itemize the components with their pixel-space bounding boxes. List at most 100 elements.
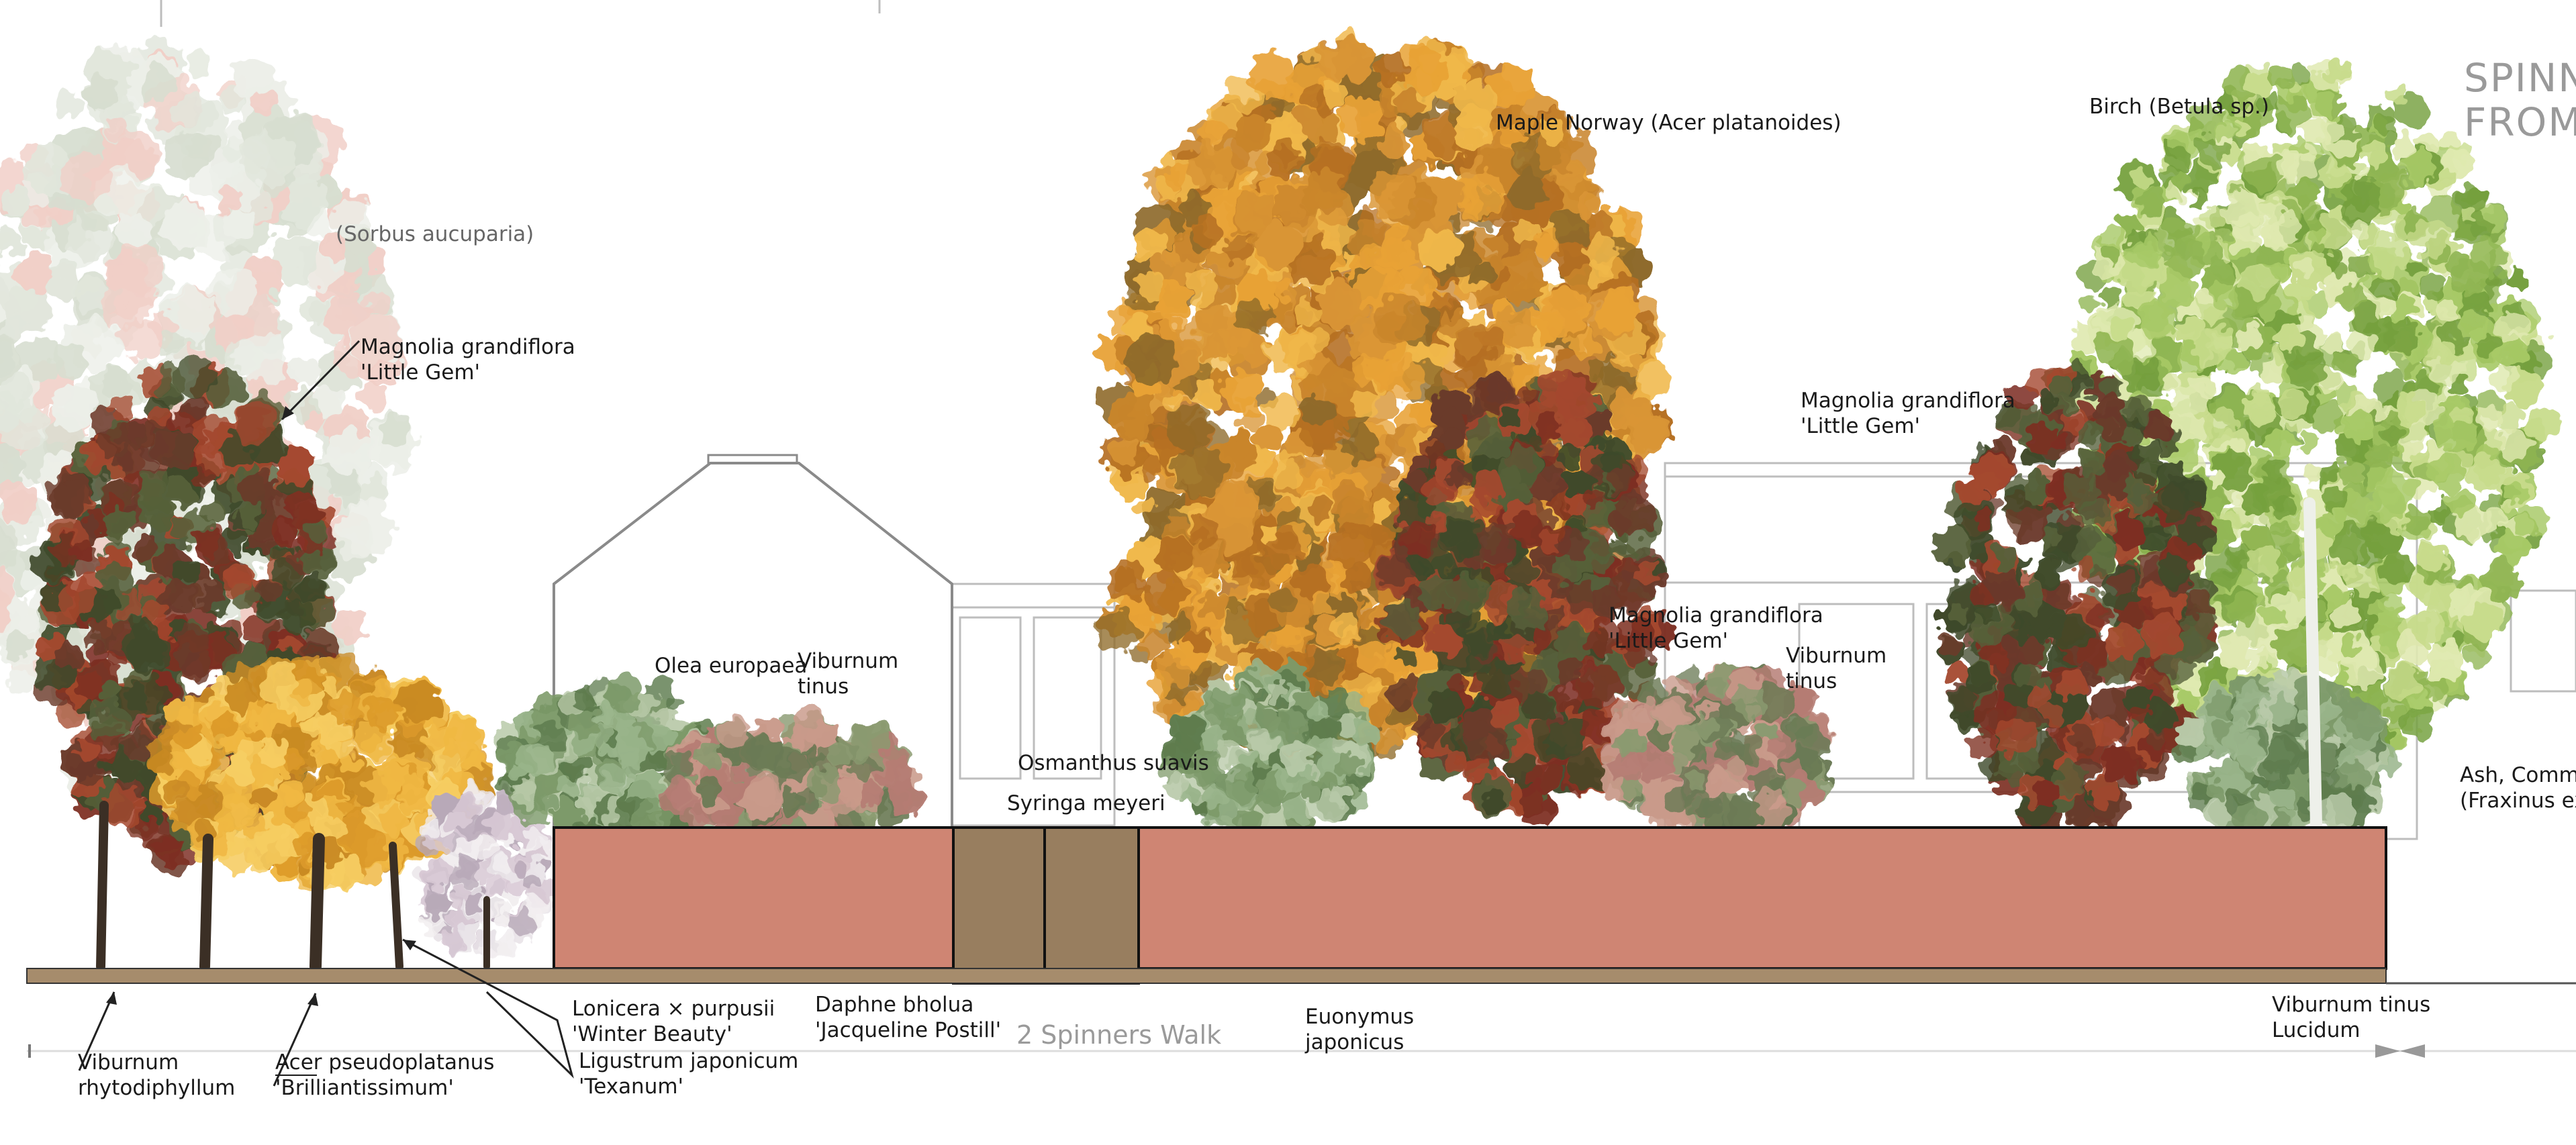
shrub-osmanthus-leaf: [1271, 709, 1306, 744]
tree-birch-leaf: [2383, 552, 2416, 585]
tree-maple-leaf: [1490, 201, 1521, 231]
shrub-osmanthus-leaf: [1220, 766, 1257, 803]
tree-sorbus-leaf: [5, 661, 39, 695]
shrub-blossom-leaf: [536, 860, 551, 875]
tree-maple-leaf: [1186, 271, 1219, 303]
tree-magnolia-right-leaf: [2021, 473, 2050, 503]
tree-magnolia-center-leaf: [1380, 554, 1412, 587]
tree-magnolia-center-leaf: [1464, 632, 1489, 658]
tree-maple-leaf: [1141, 571, 1186, 615]
tree-magnolia-left-leaf: [101, 681, 122, 701]
tree-maple-leaf: [1398, 90, 1421, 113]
shrub-osmanthus-leaf: [1279, 740, 1313, 774]
tree-birch-leaf: [2340, 637, 2359, 656]
tree-birch-leaf: [2322, 486, 2346, 511]
shrub-osmanthus-leaf: [1237, 713, 1257, 733]
tree-birch-leaf: [2264, 456, 2288, 479]
tree-birch-leaf: [2495, 311, 2527, 343]
tree-birch-leaf: [2209, 256, 2227, 275]
shrub-osmanthus-leaf: [1352, 720, 1377, 745]
tree-birch-leaf: [2361, 142, 2386, 166]
tree-birch-leaf: [2277, 150, 2302, 177]
tree-magnolia-right-leaf: [2102, 748, 2134, 781]
tree-magnolia-right-leaf: [2124, 476, 2150, 501]
tree-maple-leaf: [1315, 46, 1348, 79]
tree-magnolia-right-leaf: [2077, 421, 2101, 445]
tree-birch-leaf: [2425, 640, 2465, 680]
tree-magnolia-right-leaf: [2146, 419, 2170, 444]
tree-birch-leaf: [2433, 300, 2456, 323]
tree-birch-leaf: [2218, 121, 2236, 138]
tree-birch-leaf: [2330, 524, 2371, 564]
tree-magnolia-center-leaf: [1581, 488, 1601, 507]
tree-sorbus-leaf: [380, 414, 411, 445]
tree-maple-leaf: [1301, 451, 1325, 475]
tree-acer-palmatum-leaf: [162, 775, 187, 800]
tree-birch-leaf: [2316, 623, 2334, 641]
tree-maple-leaf: [1270, 590, 1294, 614]
tree-sorbus-leaf: [51, 90, 82, 121]
tree-birch-leaf: [2485, 506, 2510, 531]
tree-sorbus-leaf: [5, 491, 36, 523]
tree-maple-leaf: [1248, 52, 1292, 97]
tree-birch-leaf: [2240, 487, 2268, 514]
tree-magnolia-right-leaf: [2186, 589, 2214, 617]
shrub-blossom-leaf: [465, 891, 487, 913]
tree-birch-leaf: [2460, 206, 2477, 223]
tree-birch-leaf: [2375, 472, 2416, 513]
tree-magnolia-center-leaf: [1476, 523, 1515, 562]
tree-magnolia-center-leaf: [1440, 428, 1463, 450]
tree-sorbus-leaf: [0, 530, 17, 580]
tree-sorbus-leaf: [161, 202, 211, 251]
tree-birch-leaf: [2246, 153, 2283, 190]
tree-sorbus-leaf: [238, 141, 270, 172]
tree-magnolia-center-leaf: [1501, 631, 1531, 662]
tree-magnolia-right-leaf: [2158, 556, 2192, 590]
tree-birch-leaf: [2491, 365, 2517, 391]
shrub-blossom-leaf: [446, 809, 470, 834]
tree-sorbus-leaf: [61, 153, 110, 202]
tree-maple-leaf: [1235, 299, 1270, 335]
tree-sorbus-leaf: [113, 131, 159, 177]
tree-maple-leaf: [1123, 313, 1151, 342]
tree-maple-leaf: [1368, 170, 1415, 218]
tree-maple-leaf: [1108, 392, 1156, 440]
tree-birch-leaf: [2163, 375, 2185, 396]
tree-sorbus-leaf: [76, 279, 109, 312]
tree-acer-palmatum-leaf: [148, 752, 170, 774]
tree-magnolia-left-leaf: [299, 578, 326, 605]
tree-birch-leaf: [2350, 256, 2371, 277]
tree-maple-leaf: [1133, 495, 1158, 520]
tree-maple-leaf: [1488, 66, 1531, 109]
shrub-viburnum-left-leaf: [696, 777, 725, 805]
tree-magnolia-right-leaf: [1970, 452, 2011, 493]
tree-maple-leaf: [1179, 318, 1212, 352]
tree-birch-leaf: [2379, 592, 2403, 617]
tree-maple-leaf: [1462, 171, 1505, 214]
shrub-viburnum-left-leaf: [824, 743, 851, 770]
tree-birch-leaf: [2466, 457, 2499, 491]
tree-acer-palmatum-leaf: [218, 795, 256, 832]
tree-magnolia-center-leaf: [1467, 723, 1505, 761]
tree-birch-leaf: [2226, 591, 2260, 626]
tree-magnolia-right-leaf: [1940, 634, 1962, 656]
shrub-osmanthus-leaf: [1239, 754, 1256, 771]
tree-birch-leaf: [2336, 458, 2362, 484]
shrub-osmanthus-leaf: [1178, 713, 1200, 735]
tree-magnolia-right-leaf: [1947, 602, 1967, 622]
tree-magnolia-center-leaf: [1557, 440, 1582, 466]
tree-birch-leaf: [2393, 395, 2422, 424]
tree-magnolia-right-leaf: [2163, 473, 2205, 515]
tree-birch-leaf: [2109, 318, 2132, 342]
tree-maple-leaf: [1223, 372, 1259, 408]
tree-maple-leaf: [1258, 223, 1302, 268]
tree-acer-palmatum-leaf: [259, 666, 299, 706]
shrub-blossom-leaf: [487, 811, 514, 838]
shrub-viburnum-left-leaf: [662, 777, 689, 805]
tree-maple-leaf: [1306, 329, 1329, 352]
tree-maple-leaf: [1576, 193, 1601, 217]
tree-magnolia-center-leaf: [1448, 675, 1468, 695]
tree-sorbus-leaf: [190, 135, 218, 163]
tree-birch-leaf: [2464, 602, 2501, 640]
tree-magnolia-center-leaf: [1395, 650, 1415, 669]
